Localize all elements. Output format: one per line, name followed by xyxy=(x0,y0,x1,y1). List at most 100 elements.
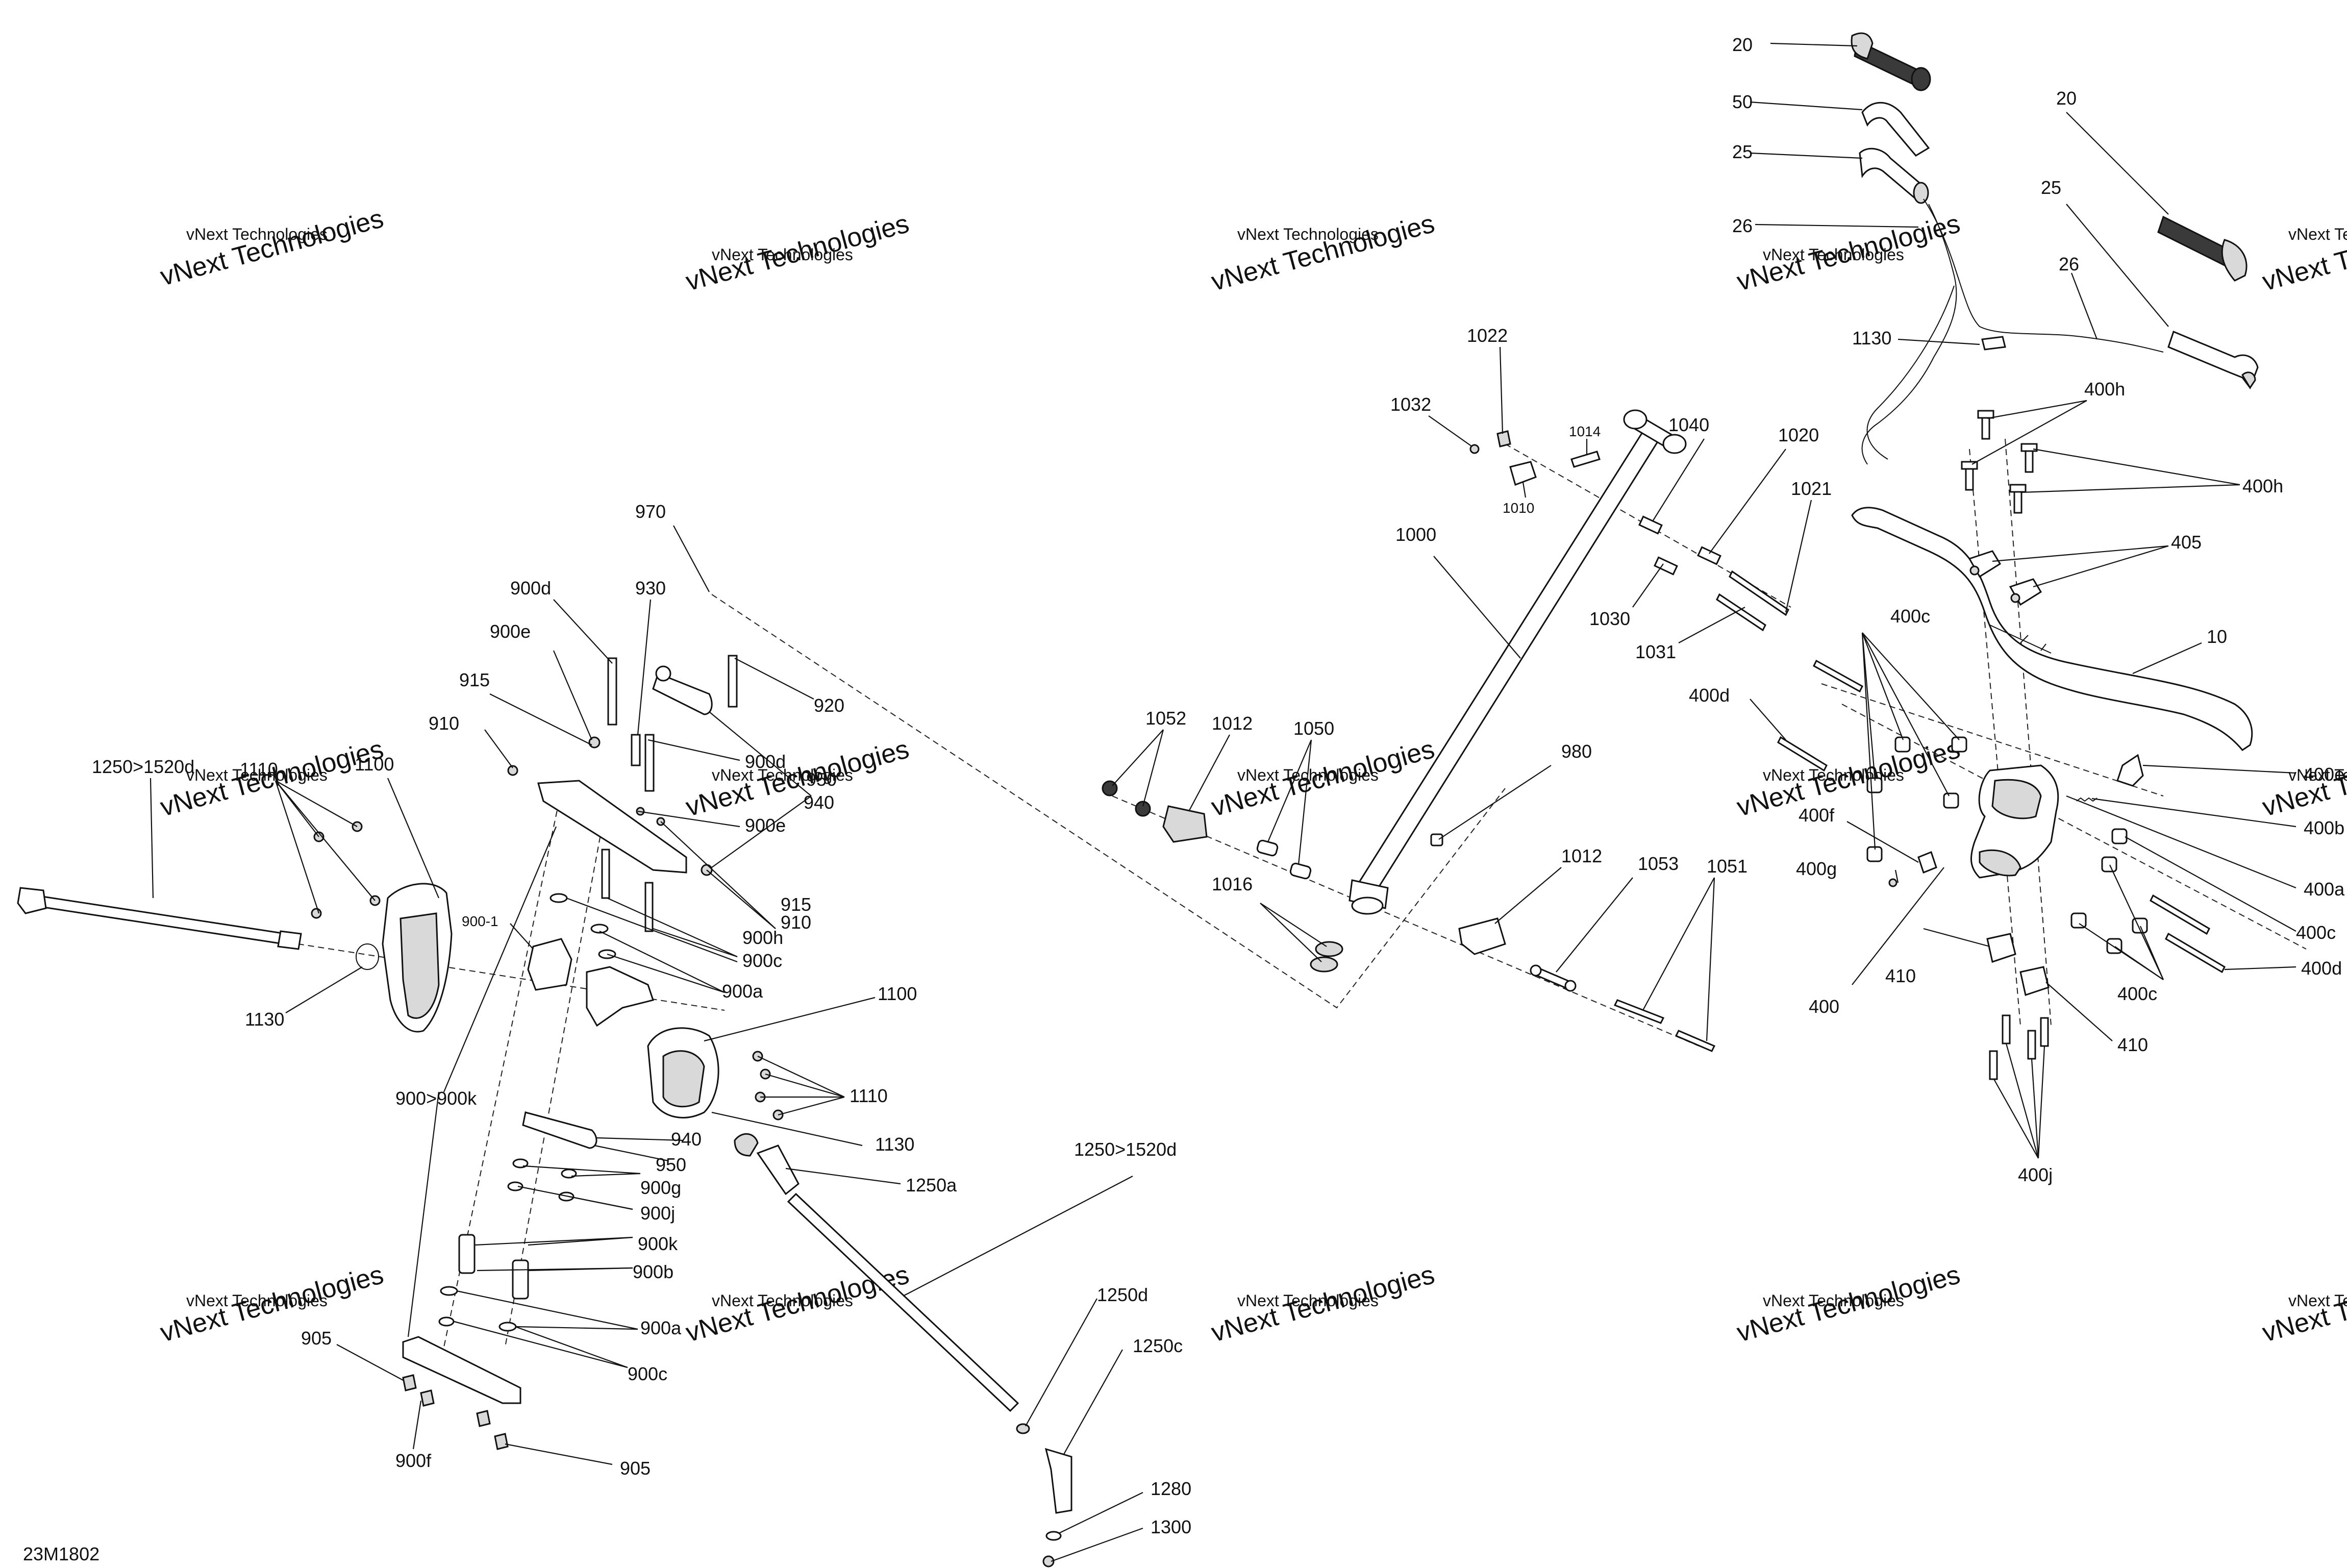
lower-clamp xyxy=(2019,966,2050,996)
callout-label: 20 xyxy=(2056,88,2077,109)
callout-label: 400g xyxy=(1796,858,1837,879)
callout-label: 25 xyxy=(2041,177,2061,198)
svg-text:vNext Technologies: vNext Technologies xyxy=(2259,209,2347,296)
bushing xyxy=(1951,736,1967,753)
nut xyxy=(1496,430,1511,447)
steering-arm xyxy=(522,1111,597,1149)
callout-label: 1280 xyxy=(1151,1478,1191,1499)
bolt xyxy=(607,657,617,726)
callout-label: 940 xyxy=(671,1129,702,1150)
callout-label: 410 xyxy=(1885,965,1916,986)
callout-label: 405 xyxy=(2171,532,2202,553)
column-bracket xyxy=(1458,917,1506,955)
callout-label: 1052 xyxy=(1145,708,1186,729)
watermark: vNext Technologies vNext Technologies xyxy=(1734,734,1963,822)
nut xyxy=(1042,1555,1055,1567)
handlebar xyxy=(1851,507,2253,751)
callout-label: 400a xyxy=(2304,879,2345,900)
callout-label: 1300 xyxy=(1151,1516,1191,1537)
callout-label: 900h xyxy=(742,927,783,948)
svg-text:vNext Technologies: vNext Technologies xyxy=(1763,1291,1904,1310)
callout-label: 900>900k xyxy=(395,1088,477,1109)
bushing xyxy=(1289,862,1312,880)
key xyxy=(1570,451,1601,468)
steering-plate xyxy=(537,780,687,874)
bolt xyxy=(728,655,738,708)
bolt xyxy=(631,734,641,766)
long-bolt xyxy=(2150,894,2210,935)
bolt xyxy=(1729,570,1789,616)
callout-label: 400h xyxy=(2084,379,2125,400)
handlebar-clamp xyxy=(2009,578,2042,606)
callout-label: 400e xyxy=(2304,764,2344,785)
callout-label: 400c xyxy=(2117,983,2157,1004)
callout-label: 900g xyxy=(640,1177,681,1198)
svg-text:vNext Technologies: vNext Technologies xyxy=(712,766,853,784)
callout-label: 400d xyxy=(2301,958,2342,979)
heater-wire-harness xyxy=(1861,204,1957,465)
column-clamp xyxy=(1509,461,1537,486)
callout-label: 900a xyxy=(722,981,763,1002)
grip-left xyxy=(1851,32,1931,91)
callout-label: 915 xyxy=(459,669,490,690)
tie-rod xyxy=(33,894,287,945)
grip-right xyxy=(2157,215,2248,282)
screw xyxy=(1888,878,1897,887)
steering-column xyxy=(1356,422,1665,894)
bearing xyxy=(1315,941,1343,957)
bolt xyxy=(644,882,654,932)
handlebar-clamp xyxy=(1968,550,2002,578)
callout-label: 50 xyxy=(1732,91,1753,112)
bolt xyxy=(1613,999,1665,1024)
callout-label: 980 xyxy=(1561,741,1592,762)
callout-label: 10 xyxy=(2207,626,2227,647)
bushing xyxy=(2111,828,2128,844)
steering-linkage-assembly xyxy=(17,655,1072,1567)
callout-label: 1031 xyxy=(1635,641,1676,662)
washer xyxy=(1045,1531,1062,1541)
callout-label: 1250a xyxy=(906,1175,957,1196)
assembly-guide-line xyxy=(711,594,1506,1009)
callout-label: 1100 xyxy=(355,754,394,775)
washer xyxy=(440,1286,458,1296)
callout-label: 900a xyxy=(640,1317,682,1338)
watermark: vNext Technologies vNext Technologies xyxy=(1208,209,1438,296)
callout-label: 400d xyxy=(1689,685,1730,706)
assembly-guide-line xyxy=(1112,795,1700,1047)
long-bolt xyxy=(2165,932,2226,974)
nut xyxy=(1016,1423,1030,1434)
bolt xyxy=(1675,1030,1716,1052)
bushing xyxy=(1256,839,1279,857)
svg-text:vNext Technologies: vNext Technologies xyxy=(1208,209,1438,296)
callout-label: 905 xyxy=(301,1328,332,1349)
watermark: vNext Technologies vNext Technologies xyxy=(683,734,912,822)
watermark: vNext Technologies vNext Technologies xyxy=(1208,1260,1438,1348)
callout-label: 20 xyxy=(1732,34,1753,55)
long-bolt xyxy=(1777,736,1828,772)
callout-label: 1130 xyxy=(1852,328,1891,349)
riser-block-assembly xyxy=(1777,659,2226,1080)
spacer xyxy=(1430,833,1443,847)
svg-text:vNext Technologies: vNext Technologies xyxy=(1763,245,1904,264)
clamp-bolt xyxy=(2009,484,2027,514)
tie-rod-end xyxy=(1044,1448,1072,1514)
callout-label: 1022 xyxy=(1467,325,1508,346)
heated-grip-left xyxy=(1859,147,1929,204)
clamp-bolt xyxy=(1961,461,1978,491)
callout-label: 900b xyxy=(633,1261,673,1282)
callout-label: 920 xyxy=(814,695,844,716)
steering-bracket xyxy=(586,966,654,1027)
callout-label: 1250d xyxy=(1097,1284,1148,1305)
bushing xyxy=(1943,792,1959,809)
watermark: vNext Technologies vNext Technologies xyxy=(1734,209,1963,296)
nut xyxy=(476,1410,491,1427)
callout-label: 910 xyxy=(781,912,811,933)
drawing-code: 23M1802 xyxy=(23,1544,99,1564)
callout-label: 1010 xyxy=(1503,500,1534,516)
callout-label: 1030 xyxy=(1589,608,1630,629)
callout-label: 950 xyxy=(656,1154,686,1175)
bolt xyxy=(601,849,610,899)
watermark: vNext Technologies vNext Technologies xyxy=(1208,734,1438,822)
callout-label: 900d xyxy=(745,751,786,772)
callout-label: 1110 xyxy=(240,759,278,780)
